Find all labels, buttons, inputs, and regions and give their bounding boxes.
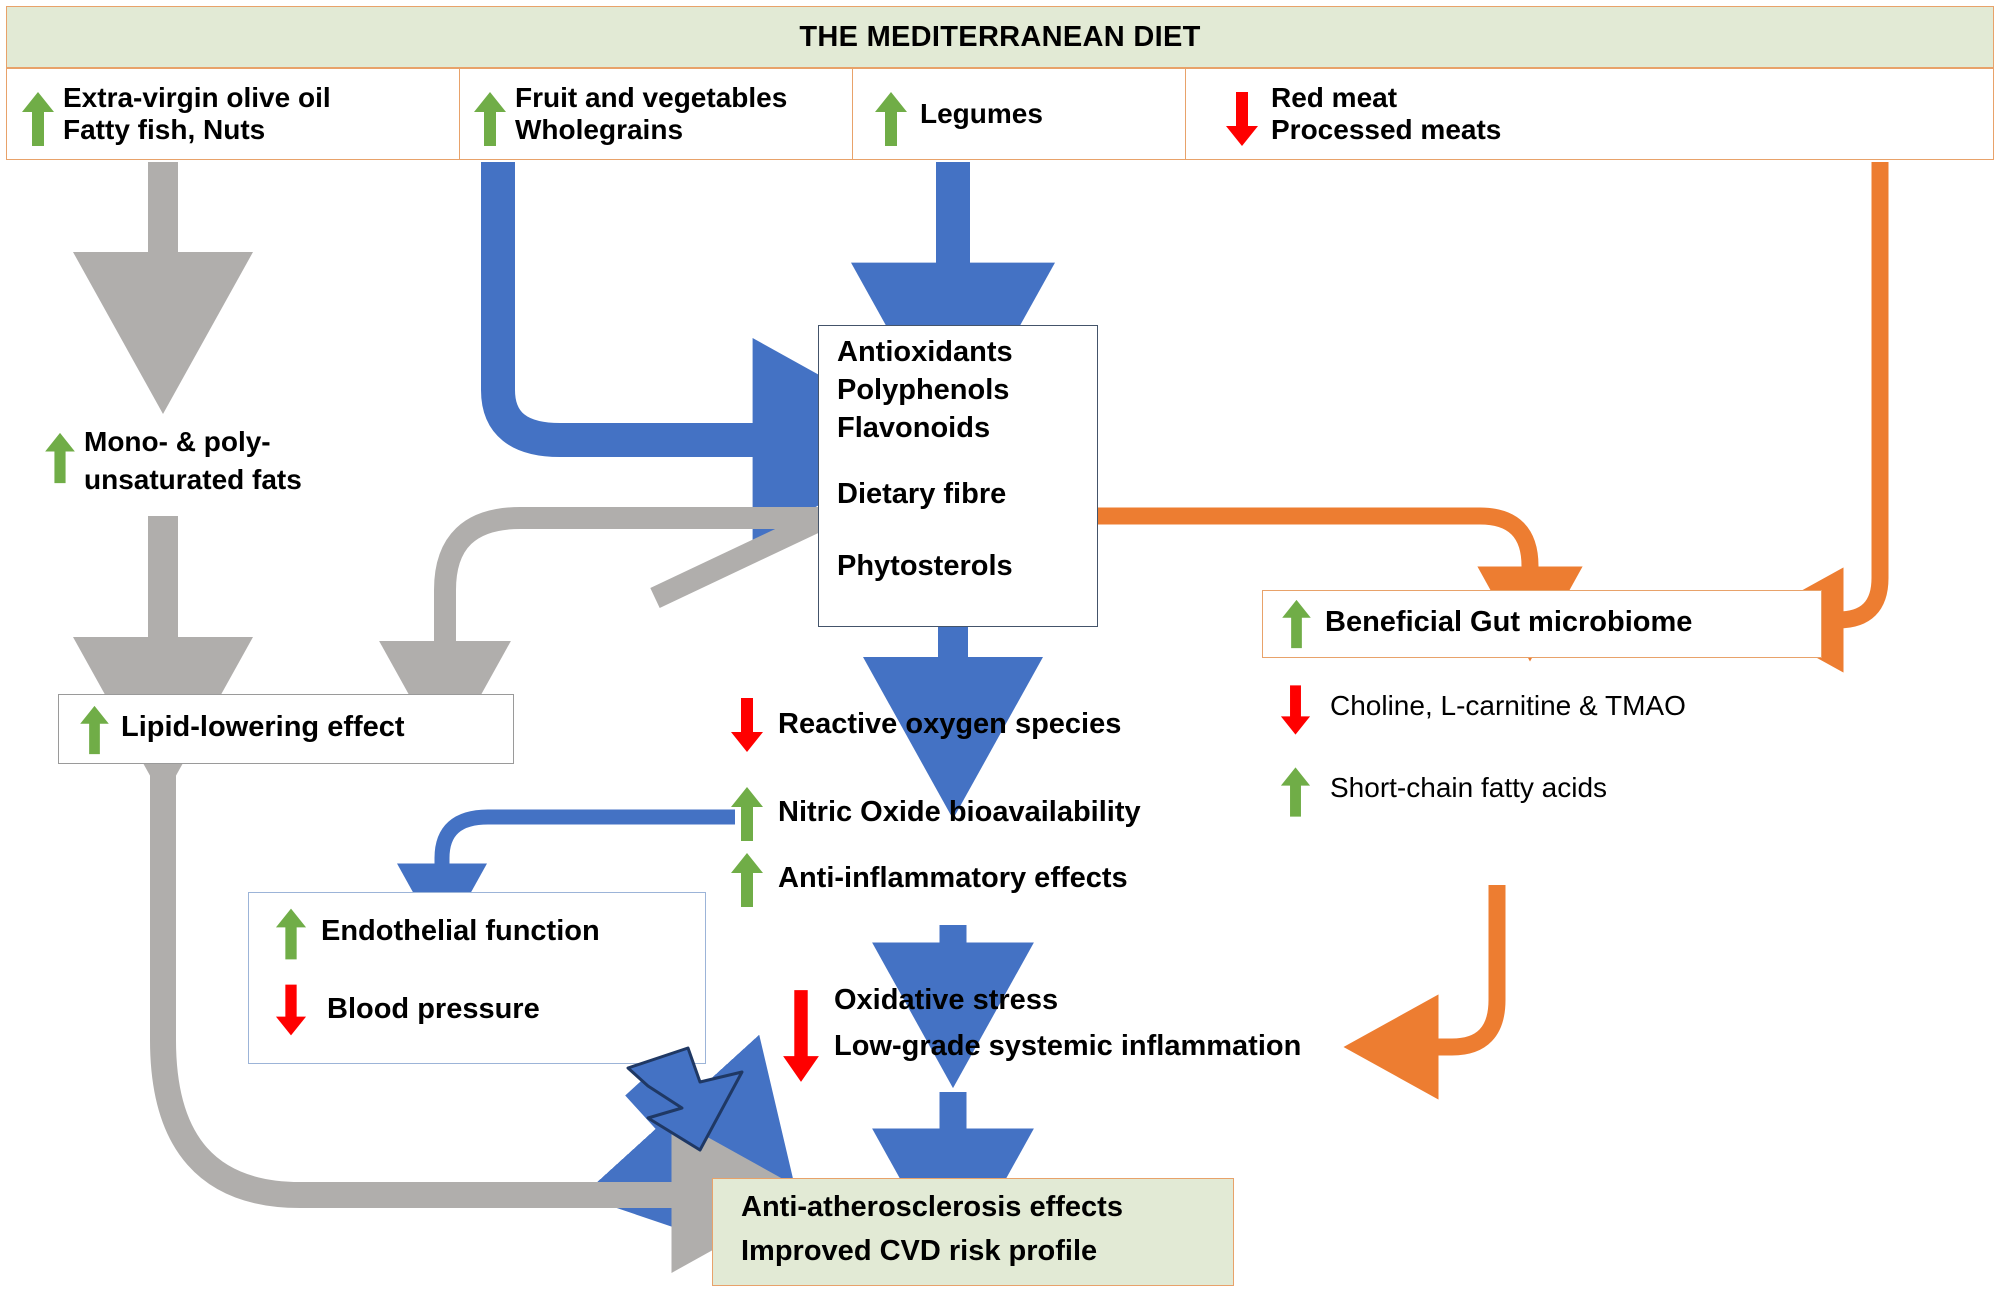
phytochem-polyphenols: Polyphenols <box>837 374 1010 406</box>
gut-microbiome-label: Beneficial Gut microbiome <box>1325 606 1693 638</box>
down-arrow-icon <box>1280 685 1311 735</box>
down-arrow-icon <box>731 698 763 752</box>
nitric-oxide-label: Nitric Oxide bioavailability <box>778 796 1141 828</box>
up-arrow-icon <box>1280 767 1311 817</box>
diet-component-legumes[interactable]: Legumes <box>852 69 1185 159</box>
row-divider-2 <box>852 69 853 159</box>
connector-fruitveg-to-phytochem-left <box>481 162 937 542</box>
unsat-fats-line1: Mono- & poly- <box>84 426 271 457</box>
scfa-label: Short-chain fatty acids <box>1330 772 1608 803</box>
up-arrow-icon <box>275 908 307 960</box>
diet-olive-oil-line2: Fatty fish, Nuts <box>63 114 266 145</box>
up-arrow-icon <box>875 92 907 146</box>
up-arrow-icon <box>731 853 763 907</box>
row-divider-1 <box>459 69 460 159</box>
node-anti-inflammatory[interactable]: Anti-inflammatory effects <box>730 850 1290 910</box>
diet-component-olive-oil[interactable]: Extra-virgin olive oil Fatty fish, Nuts <box>7 69 459 159</box>
choline-tmao-label: Choline, L-carnitine & TMAO <box>1330 690 1686 721</box>
node-gut-microbiome-box[interactable]: Beneficial Gut microbiome <box>1262 590 1822 658</box>
node-phytochemicals-box[interactable]: Antioxidants Polyphenols Flavonoids Diet… <box>818 325 1098 627</box>
up-arrow-icon <box>45 432 75 484</box>
anti-inflammatory-label: Anti-inflammatory effects <box>778 862 1128 894</box>
connector-fibre-to-gut-microbiome <box>1050 507 1583 662</box>
diet-component-fruit-vegetables[interactable]: Fruit and vegetables Wholegrains <box>459 69 852 159</box>
up-arrow-icon <box>731 787 763 841</box>
up-arrow-icon <box>22 92 54 146</box>
oxidative-stress-line2: Low-grade systemic inflammation <box>834 1030 1302 1062</box>
connector-fibre-phytosterols-to-lipid-lowering <box>379 507 825 760</box>
phytochem-flavonoids: Flavonoids <box>837 412 991 444</box>
up-arrow-icon <box>80 705 109 755</box>
node-choline-tmao[interactable]: Choline, L-carnitine & TMAO <box>1262 680 1862 740</box>
connector-redmeat-to-gut-microbiome <box>1748 162 1889 673</box>
down-arrow-icon <box>275 984 307 1036</box>
outcome-line1: Anti-atherosclerosis effects <box>741 1191 1123 1223</box>
diet-fruitveg-line2: Wholegrains <box>515 114 684 145</box>
lipid-lowering-label: Lipid-lowering effect <box>121 711 405 743</box>
blood-pressure-label: Blood pressure <box>327 993 540 1025</box>
connector-endothelial-to-outcome <box>581 1034 816 1276</box>
diet-fruitveg-line1: Fruit and vegetables <box>515 82 788 113</box>
node-nitric-oxide[interactable]: Nitric Oxide bioavailability <box>730 784 1290 844</box>
node-outcome-box[interactable]: Anti-atherosclerosis effects Improved CV… <box>712 1178 1234 1286</box>
endothelial-function-label: Endothelial function <box>321 915 600 947</box>
connector-nitric-oxide-to-endothelial <box>397 809 735 945</box>
down-arrow-icon <box>783 990 819 1082</box>
up-arrow-icon <box>474 92 506 146</box>
node-reactive-oxygen-species[interactable]: Reactive oxygen species <box>730 696 1250 756</box>
up-arrow-icon <box>1282 599 1311 649</box>
outcome-line2: Improved CVD risk profile <box>741 1235 1098 1267</box>
diet-legumes-line1: Legumes <box>920 98 1043 129</box>
down-arrow-icon <box>1226 92 1258 146</box>
oxidative-stress-line1: Oxidative stress <box>834 984 1059 1016</box>
phytochem-antioxidants: Antioxidants <box>837 336 1013 368</box>
row-divider-3 <box>1185 69 1186 159</box>
diet-redmeat-line1: Red meat <box>1271 82 1398 113</box>
node-endothelial-box[interactable]: Endothelial function Blood pressure <box>248 892 706 1064</box>
diet-redmeat-line2: Processed meats <box>1271 114 1502 145</box>
phytochem-phytosterols: Phytosterols <box>837 550 1013 582</box>
diagram-title-banner: THE MEDITERRANEAN DIET <box>6 6 1994 68</box>
diet-olive-oil-line1: Extra-virgin olive oil <box>63 82 331 113</box>
node-oxidative-stress[interactable]: Oxidative stress Low-grade systemic infl… <box>782 984 1522 1094</box>
diet-component-red-meat[interactable]: Red meat Processed meats <box>1185 69 1995 159</box>
phytochem-dietary-fibre: Dietary fibre <box>837 478 1007 510</box>
node-short-chain-fatty-acids[interactable]: Short-chain fatty acids <box>1262 762 1862 822</box>
node-unsaturated-fats[interactable]: Mono- & poly- unsaturated fats <box>40 420 440 520</box>
unsat-fats-line2: unsaturated fats <box>84 464 302 495</box>
diet-components-row: Extra-virgin olive oil Fatty fish, Nuts … <box>6 68 1994 160</box>
node-lipid-lowering-box[interactable]: Lipid-lowering effect <box>58 694 514 764</box>
ros-label: Reactive oxygen species <box>778 708 1122 740</box>
